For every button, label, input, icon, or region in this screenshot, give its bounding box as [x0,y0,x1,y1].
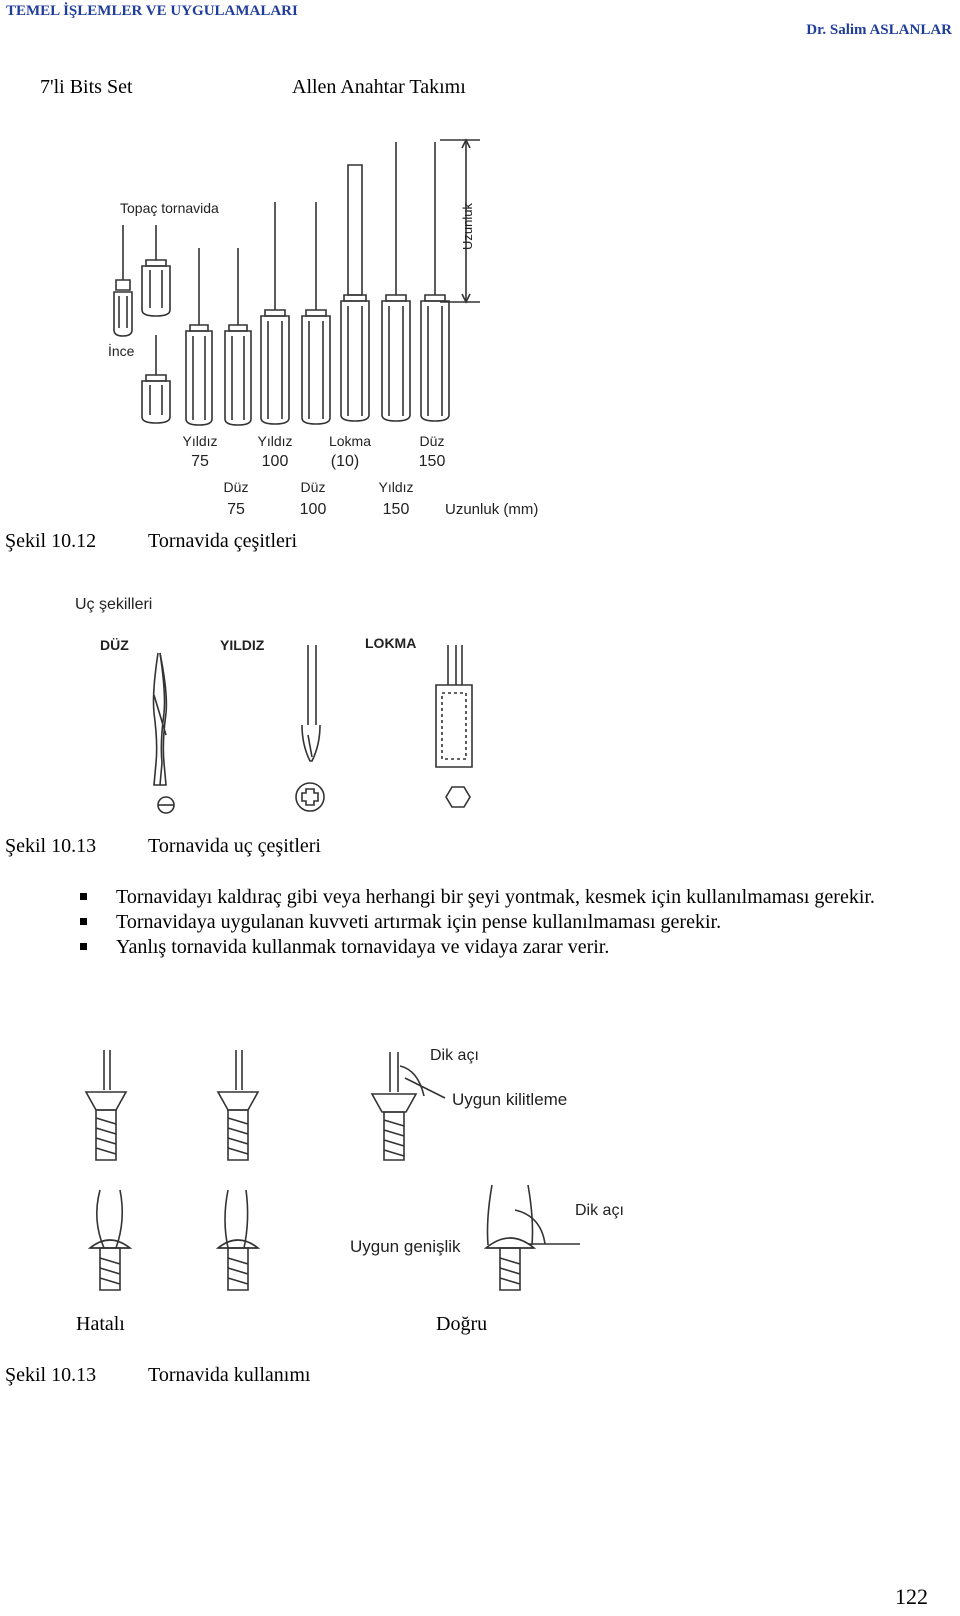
dik-aci-label-2: Dik açı [575,1202,624,1219]
figure2-caption-text: Tornavida uç çeşitleri [148,835,321,857]
row2-type-1: Düz [224,479,249,495]
row1-type-3: Lokma [329,433,371,449]
uzunluk-label: Uzunluk [460,203,475,250]
lokma-tip-label: LOKMA [365,635,416,651]
row1-type-2: Yıldız [257,433,292,449]
topac-label: Topaç tornavida [120,200,219,216]
figure1-caption-number: Şekil 10.12 [5,530,97,552]
bullet-item: Yanlış tornavida kullanmak tornavidaya v… [80,935,942,960]
figure3-caption-text: Tornavida kullanımı [148,1364,311,1386]
row1-len-3: (10) [331,453,359,470]
figure1-caption-text: Tornavida çeşitleri [148,530,298,552]
bullet-square-icon [80,943,87,950]
unit-label: Uzunluk (mm) [445,501,538,518]
screwdriver-types-figure: Topaç tornavida İnce Uzunluk Yıldız 75 Y… [90,130,560,525]
row2-len-3: 150 [383,501,410,518]
bullet-item: Tornavidayı kaldıraç gibi veya herhangi … [80,885,942,910]
allen-set-label: Allen Anahtar Takımı [292,76,466,98]
row2-len-2: 100 [300,501,327,518]
bits-set-label: 7'li Bits Set [40,76,133,98]
row1-len-1: 75 [191,453,209,470]
figure3-caption-number: Şekil 10.13 [5,1364,97,1386]
row1-len-4: 150 [419,453,446,470]
row1-len-2: 100 [262,453,289,470]
row2-len-1: 75 [227,501,245,518]
hatali-label: Hatalı [76,1313,125,1335]
bullet-square-icon [80,893,87,900]
row2-type-2: Düz [301,479,326,495]
header-left: TEMEL İŞLEMLER VE UYGULAMALARI [6,3,298,19]
dik-aci-label-1: Dik açı [430,1047,479,1064]
row1-type-1: Yıldız [182,433,217,449]
uygun-genislik-label: Uygun genişlik [350,1237,461,1256]
tip-shapes-figure: Uç şekilleri DÜZ YILDIZ LOKMA [70,585,500,830]
safety-bullet-list: Tornavidayı kaldıraç gibi veya herhangi … [80,885,942,960]
row2-type-3: Yıldız [378,479,413,495]
dogru-label: Doğru [436,1313,488,1335]
bullet-item: Tornavidaya uygulanan kuvveti artırmak i… [80,910,942,935]
ince-label: İnce [108,342,135,359]
tip-shapes-title: Uç şekilleri [75,596,152,613]
page-number: 122 [895,1584,928,1609]
yildiz-tip-label: YILDIZ [220,637,265,653]
header-right: Dr. Salim ASLANLAR [806,22,952,38]
uygun-kilitleme-label: Uygun kilitleme [452,1090,567,1109]
figure2-caption-number: Şekil 10.13 [5,835,97,857]
duz-tip-label: DÜZ [100,637,129,653]
row1-type-4: Düz [420,433,445,449]
bullet-square-icon [80,918,87,925]
screwdriver-usage-figure: Dik açı Uygun kilitleme Uygun genişlik D… [60,1030,660,1310]
